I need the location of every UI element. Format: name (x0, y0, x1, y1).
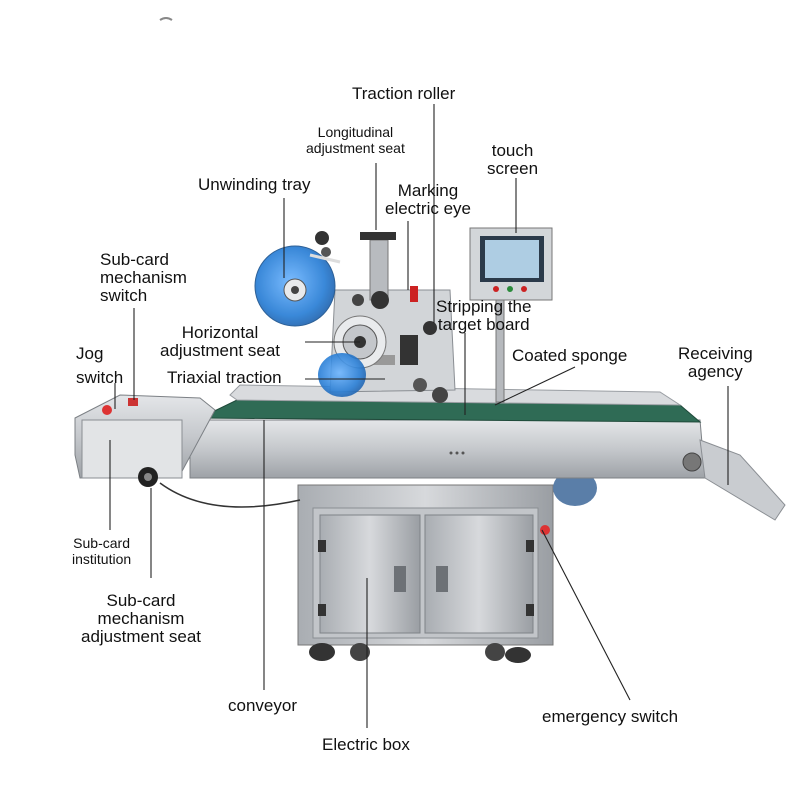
label-line: mechanism (100, 268, 187, 287)
label-line: Electric box (322, 735, 410, 754)
label-coated-sponge: Coated sponge (512, 347, 627, 365)
label-line: switch (100, 286, 148, 305)
label-line: Horizontal (181, 323, 259, 342)
label-line: Sub-card (106, 591, 176, 610)
label-subcard-adjust-seat: Sub-card mechanism adjustment seat (81, 592, 201, 646)
motor (553, 470, 597, 506)
label-line: institution (72, 551, 132, 567)
label-receiving-agency: Receiving agency (678, 345, 753, 381)
label-line: screen (487, 159, 539, 178)
label-line: adjustment seat (306, 140, 405, 156)
touch-screen-assembly (469, 227, 553, 403)
label-triaxial-traction: Triaxial traction (167, 369, 282, 387)
label-line: adjustment seat (81, 627, 202, 646)
label-horizontal-seat: Horizontal adjustment seat (160, 324, 280, 360)
label-line: Jog (76, 344, 104, 363)
emergency-switch-button (540, 525, 550, 535)
leader-coated-sponge (494, 366, 576, 406)
label-line: Triaxial traction (167, 368, 282, 387)
leader-lines (109, 104, 729, 728)
label-conveyor: conveyor (228, 697, 297, 715)
label-line: Coated sponge (512, 346, 628, 365)
receiving-chute (699, 439, 786, 521)
conveyor-assembly (189, 384, 706, 479)
label-longitudinal-seat: Longitudinal adjustment seat (306, 124, 405, 156)
label-traction-roller: Traction roller (352, 85, 455, 103)
label-line: Traction roller (352, 84, 456, 103)
label-line: touch (491, 141, 534, 160)
label-line: Unwinding tray (198, 175, 311, 194)
label-jog-switch: Jog switch (76, 342, 123, 390)
leader-emergency-switch (541, 529, 631, 701)
label-stripping-board: Stripping the target board (436, 298, 531, 334)
label-line: electric eye (385, 199, 471, 218)
rewind-disc (318, 353, 366, 397)
label-line: conveyor (228, 696, 297, 715)
label-electric-box: Electric box (322, 736, 410, 754)
label-line: adjustment seat (160, 341, 281, 360)
label-line: Longitudinal (317, 124, 394, 140)
label-line: mechanism (97, 609, 185, 628)
label-subcard-institution: Sub-card institution (72, 535, 131, 567)
label-line: Sub-card (100, 250, 169, 269)
label-line: target board (437, 315, 530, 334)
label-line: Sub-card (73, 535, 130, 551)
electric-box (297, 484, 554, 663)
label-line: switch (76, 368, 124, 387)
label-line: Receiving (678, 344, 753, 363)
unwinding-tray-reel (254, 245, 341, 327)
label-marking-eye: Marking electric eye (385, 182, 471, 218)
label-line: Marking (397, 181, 459, 200)
label-emergency-switch: emergency switch (542, 708, 678, 726)
cable (159, 482, 301, 508)
label-line: Stripping the (436, 297, 532, 316)
label-line: emergency switch (542, 707, 679, 726)
label-subcard-switch: Sub-card mechanism switch (100, 251, 187, 305)
stray-mark (159, 17, 173, 21)
label-unwinding-tray: Unwinding tray (198, 176, 310, 194)
label-line: agency (687, 362, 743, 381)
label-touch-screen: touch screen (487, 142, 538, 178)
